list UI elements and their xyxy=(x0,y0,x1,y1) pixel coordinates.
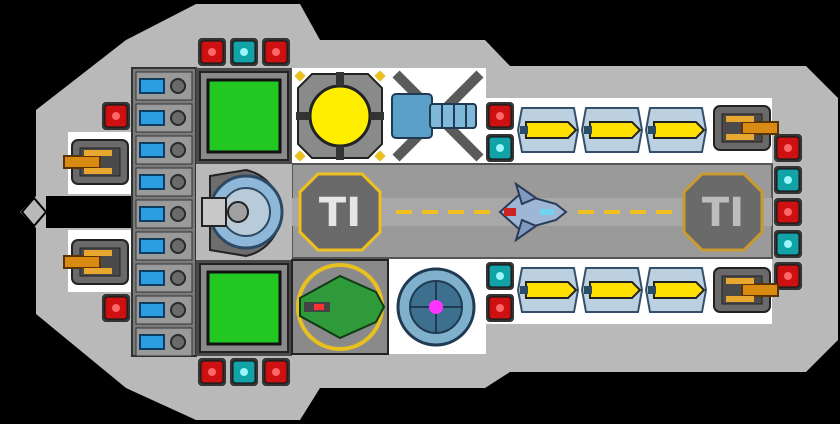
runway-stripes xyxy=(396,210,672,214)
battery-cell-charge xyxy=(139,206,165,222)
module-socket-red[interactable] xyxy=(486,102,514,130)
thruster-icon[interactable] xyxy=(644,107,708,153)
module-socket-red[interactable] xyxy=(774,262,802,290)
module-socket-red[interactable] xyxy=(102,294,130,322)
battery-cell-charge xyxy=(139,174,165,190)
battery-cell-knob xyxy=(170,142,186,158)
battery-cell-knob xyxy=(170,302,186,318)
docked-fighter-icon[interactable] xyxy=(291,259,389,355)
battery-cell-charge xyxy=(139,78,165,94)
module-socket-teal[interactable] xyxy=(230,358,258,386)
landing-pad-right-label: TI xyxy=(702,190,744,236)
landing-pad-right: TI xyxy=(682,172,764,252)
module-socket-teal[interactable] xyxy=(486,262,514,290)
module-socket-red[interactable] xyxy=(262,38,290,66)
reactor-icon[interactable] xyxy=(294,70,386,162)
room-bottom-green[interactable] xyxy=(196,260,292,356)
gold-cannon-icon[interactable] xyxy=(713,105,779,151)
gold-cannon-icon[interactable] xyxy=(63,239,129,285)
battery-cell-charge xyxy=(139,238,165,254)
room-top-green[interactable] xyxy=(196,68,292,164)
battery-cell-knob xyxy=(170,238,186,254)
module-socket-red[interactable] xyxy=(198,358,226,386)
battery-cell-knob xyxy=(170,270,186,286)
gold-cannons xyxy=(63,105,779,313)
thruster-rows xyxy=(516,107,708,313)
battery-cell-charge xyxy=(139,334,165,350)
landing-pad-left: TI xyxy=(298,172,382,252)
module-socket-teal[interactable] xyxy=(774,230,802,258)
runway-dash xyxy=(578,210,594,214)
thruster-icon[interactable] xyxy=(580,267,644,313)
runway-dash xyxy=(396,210,412,214)
battery-cell-knob xyxy=(170,174,186,190)
battery-cell-charge xyxy=(139,270,165,286)
battery-cells xyxy=(135,71,193,357)
module-socket-red[interactable] xyxy=(774,198,802,226)
thruster-icon[interactable] xyxy=(644,267,708,313)
runway-dash xyxy=(630,210,646,214)
battery-cell-charge xyxy=(139,110,165,126)
module-socket-red[interactable] xyxy=(262,358,290,386)
runway-dash xyxy=(474,210,490,214)
thruster-icon[interactable] xyxy=(516,267,580,313)
runway-dash xyxy=(604,210,620,214)
hangar-ship-icon[interactable] xyxy=(498,181,568,243)
cannon-icon[interactable] xyxy=(391,70,484,162)
module-socket-red[interactable] xyxy=(102,102,130,130)
shield-generator-icon[interactable] xyxy=(396,267,476,347)
runway-dash xyxy=(422,210,438,214)
battery-cell-knob xyxy=(170,110,186,126)
thruster-icon[interactable] xyxy=(516,107,580,153)
nose-channel xyxy=(46,196,132,228)
battery-cell-charge xyxy=(139,302,165,318)
runway-dash xyxy=(656,210,672,214)
battery-cell-knob xyxy=(170,334,186,350)
module-sockets xyxy=(102,38,802,386)
battery-cell-knob xyxy=(170,206,186,222)
runway-dash xyxy=(448,210,464,214)
module-socket-teal[interactable] xyxy=(774,166,802,194)
module-socket-red[interactable] xyxy=(198,38,226,66)
battery-cell-charge xyxy=(139,142,165,158)
turret-icon[interactable] xyxy=(196,164,292,260)
module-socket-teal[interactable] xyxy=(230,38,258,66)
battery-cell-knob xyxy=(170,78,186,94)
module-socket-red[interactable] xyxy=(486,294,514,322)
module-socket-red[interactable] xyxy=(774,134,802,162)
landing-pad-left-label: TI xyxy=(319,190,361,236)
module-socket-teal[interactable] xyxy=(486,134,514,162)
gold-cannon-icon[interactable] xyxy=(63,139,129,185)
gold-cannon-icon[interactable] xyxy=(713,267,779,313)
thruster-icon[interactable] xyxy=(580,107,644,153)
